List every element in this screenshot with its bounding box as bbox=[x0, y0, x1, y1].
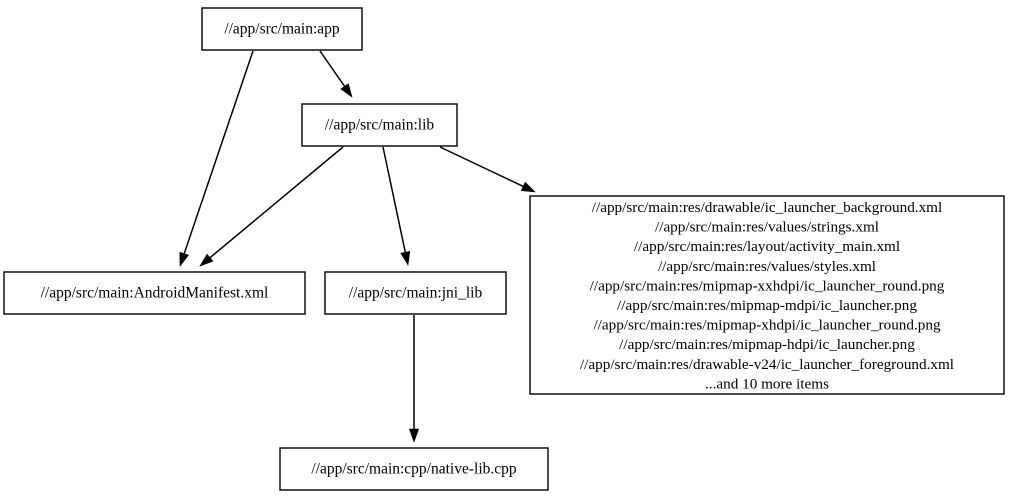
node-box-native_lib[interactable] bbox=[279, 447, 549, 491]
node-box-lib[interactable] bbox=[301, 103, 458, 147]
graph-node-lib[interactable]: //app/src/main:lib bbox=[301, 103, 458, 147]
node-label-line: //app/src/main:res/mipmap-mdpi/ic_launch… bbox=[617, 297, 917, 314]
arrowhead-icon bbox=[400, 250, 411, 266]
node-label-line: //app/src/main:res/mipmap-xhdpi/ic_launc… bbox=[593, 317, 941, 334]
node-box-manifest[interactable] bbox=[3, 271, 306, 315]
node-box-resources[interactable] bbox=[529, 195, 1005, 395]
node-label-lib: //app/src/main:lib bbox=[325, 117, 435, 134]
node-label-app: //app/src/main:app bbox=[224, 21, 340, 38]
edge-shaft bbox=[382, 146, 407, 253]
graph-edge-lib-to-manifest bbox=[199, 146, 344, 267]
edge-shaft bbox=[439, 146, 524, 188]
arrowhead-icon bbox=[179, 251, 190, 267]
nodes-layer: //app/src/main:app //app/src/main:lib //ap… bbox=[3, 7, 1005, 491]
node-label-line: //app/src/main:res/drawable-v24/ic_launc… bbox=[580, 356, 954, 373]
arrowhead-icon bbox=[408, 428, 420, 443]
graph-node-native_lib[interactable]: //app/src/main:cpp/native-lib.cpp bbox=[279, 447, 549, 491]
node-box-app[interactable] bbox=[201, 7, 363, 51]
edge-shaft bbox=[183, 50, 254, 254]
arrowhead-icon bbox=[520, 181, 536, 193]
graph-edge-jni_lib-to-native_lib bbox=[408, 315, 420, 443]
node-label-manifest: //app/src/main:AndroidManifest.xml bbox=[41, 285, 269, 302]
edge-shaft bbox=[319, 50, 346, 87]
node-label-line: //app/src/main:res/drawable/ic_launcher_… bbox=[592, 199, 942, 216]
node-label-line: //app/src/main:res/values/styles.xml bbox=[658, 258, 876, 275]
graph-node-jni_lib[interactable]: //app/src/main:jni_lib bbox=[324, 271, 507, 315]
node-label-line: //app/src/main:res/mipmap-hdpi/ic_launch… bbox=[619, 336, 915, 353]
graph-node-app[interactable]: //app/src/main:app bbox=[201, 7, 363, 51]
node-label-line: //app/src/main:res/mipmap-xxhdpi/ic_laun… bbox=[590, 277, 945, 294]
edge-shaft bbox=[209, 146, 344, 259]
graph-edge-app-to-manifest bbox=[179, 50, 254, 267]
graph-edge-lib-to-resources bbox=[439, 146, 536, 193]
edges-layer bbox=[179, 50, 536, 443]
node-box-jni_lib[interactable] bbox=[324, 271, 507, 315]
node-label-native_lib: //app/src/main:cpp/native-lib.cpp bbox=[311, 461, 517, 478]
graph-edge-app-to-lib bbox=[319, 50, 353, 98]
node-label-jni_lib: //app/src/main:jni_lib bbox=[349, 285, 483, 302]
node-label-line: //app/src/main:res/layout/activity_main.… bbox=[634, 238, 900, 255]
graph-edge-lib-to-jni_lib bbox=[382, 146, 411, 266]
node-label-line: ...and 10 more items bbox=[705, 375, 829, 392]
graph-node-resources[interactable]: //app/src/main:res/drawable/ic_launcher_… bbox=[529, 195, 1005, 395]
arrowhead-icon bbox=[199, 253, 214, 267]
node-label-line: //app/src/main:res/values/strings.xml bbox=[655, 219, 879, 236]
arrowhead-icon bbox=[340, 83, 353, 98]
graph-node-manifest[interactable]: //app/src/main:AndroidManifest.xml bbox=[3, 271, 306, 315]
